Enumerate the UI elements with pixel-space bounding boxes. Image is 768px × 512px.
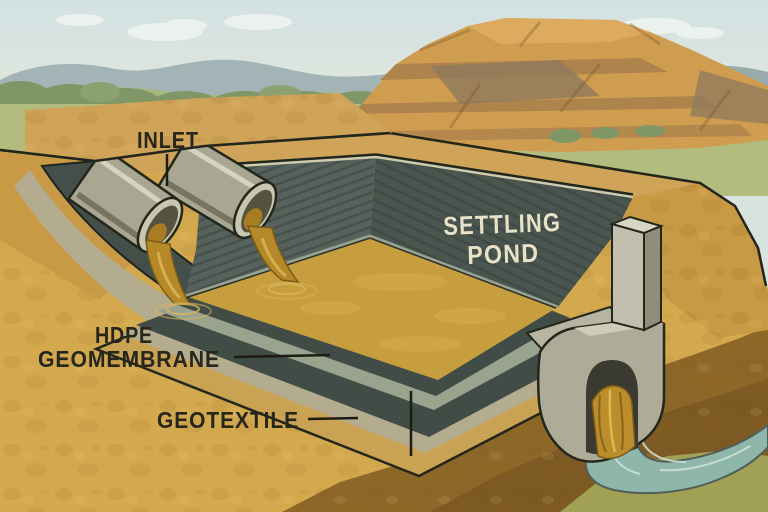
label-inlet: INLET — [137, 127, 199, 153]
water-swirls — [300, 273, 506, 352]
label-hdpe: HDPE — [95, 322, 153, 348]
label-geotextile: GEOTEXTILE — [157, 407, 299, 433]
geotextile-sweep — [14, 170, 210, 346]
inlet-pipe-left — [66, 146, 184, 254]
crest-outline-redraw — [0, 131, 391, 163]
muddy-stream-right — [246, 225, 300, 283]
geomembrane-pointer-line — [233, 353, 331, 359]
label-settling: SETTLING — [443, 207, 562, 241]
waterline-shadow — [184, 237, 557, 309]
outlet-weir — [525, 215, 666, 463]
mine-waste-pile — [336, 18, 768, 152]
inlet-pipes — [66, 132, 318, 320]
outlet-pillar — [608, 215, 665, 332]
label-pond: POND — [467, 238, 540, 270]
wall-top-outline — [206, 153, 634, 196]
inlet-pipe-right — [155, 132, 278, 240]
label-geomembrane: GEOMEMBRANE — [38, 346, 220, 372]
berm-strip-texture — [25, 93, 392, 161]
annotations: INLET SETTLING POND HDPE GEOMEMBRANE GEO… — [38, 127, 562, 456]
wall-top-highlight — [206, 155, 634, 199]
wall-right-texture — [370, 157, 633, 307]
geotextile-pointer-line — [307, 416, 359, 421]
berm-right-texture — [620, 183, 768, 338]
waterline-highlight — [184, 234, 559, 309]
inlet-streams — [145, 225, 318, 320]
berm-crest — [95, 133, 735, 232]
clouds — [56, 14, 724, 41]
